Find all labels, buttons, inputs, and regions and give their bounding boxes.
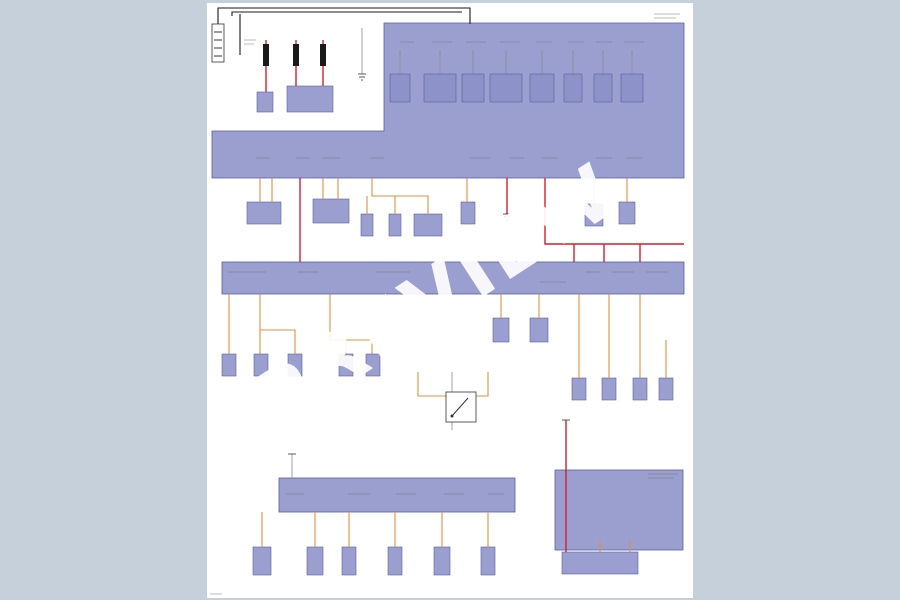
wire-black	[217, 7, 471, 24]
relay	[620, 73, 644, 103]
component-box	[601, 377, 617, 401]
relay	[461, 73, 485, 103]
component-box	[460, 201, 476, 225]
component-box	[492, 317, 510, 343]
component-box	[341, 546, 357, 576]
wire-orange	[417, 372, 458, 397]
fuse-icon	[293, 44, 299, 66]
ip-fuse-block	[221, 261, 685, 295]
circuit-wires-orange	[228, 178, 667, 552]
wire-orange	[259, 294, 296, 354]
rear-fuse-block	[278, 477, 516, 513]
label-marks	[210, 13, 680, 595]
component-box	[413, 213, 443, 237]
component-box	[658, 377, 674, 401]
fuse-icon	[263, 44, 326, 66]
component-box	[561, 551, 639, 575]
relay	[593, 73, 613, 103]
component-box	[246, 201, 282, 225]
component-box	[252, 546, 272, 576]
battery-icon	[211, 23, 225, 63]
relay	[423, 73, 457, 103]
component-box	[529, 317, 549, 343]
wire-orange	[371, 178, 429, 214]
component-box	[388, 213, 402, 237]
relay	[489, 73, 523, 103]
accessory-fuse-block	[554, 469, 684, 551]
component-box	[221, 353, 237, 377]
component-box	[306, 546, 324, 576]
fuse-icon	[320, 44, 326, 66]
wire-black	[231, 11, 462, 16]
component-box	[387, 546, 403, 576]
relay	[563, 73, 583, 103]
wire-orange	[329, 294, 373, 354]
component-box	[312, 198, 350, 224]
relay	[529, 73, 555, 103]
battery-feed-wires	[217, 7, 471, 55]
wire-red	[544, 178, 684, 245]
power-wires-red	[265, 40, 684, 552]
fuse-icon	[263, 44, 269, 66]
component-box	[632, 377, 648, 401]
relay-row	[389, 73, 644, 103]
component-box	[286, 85, 334, 113]
switch-icon	[445, 391, 477, 423]
component-box	[253, 353, 269, 377]
component-box	[256, 91, 274, 113]
component-box	[365, 353, 381, 377]
component-box	[433, 546, 451, 576]
relay	[389, 73, 411, 103]
ground-icon	[288, 73, 570, 455]
component-box	[480, 546, 496, 576]
component-box	[571, 377, 587, 401]
component-box	[360, 213, 374, 237]
